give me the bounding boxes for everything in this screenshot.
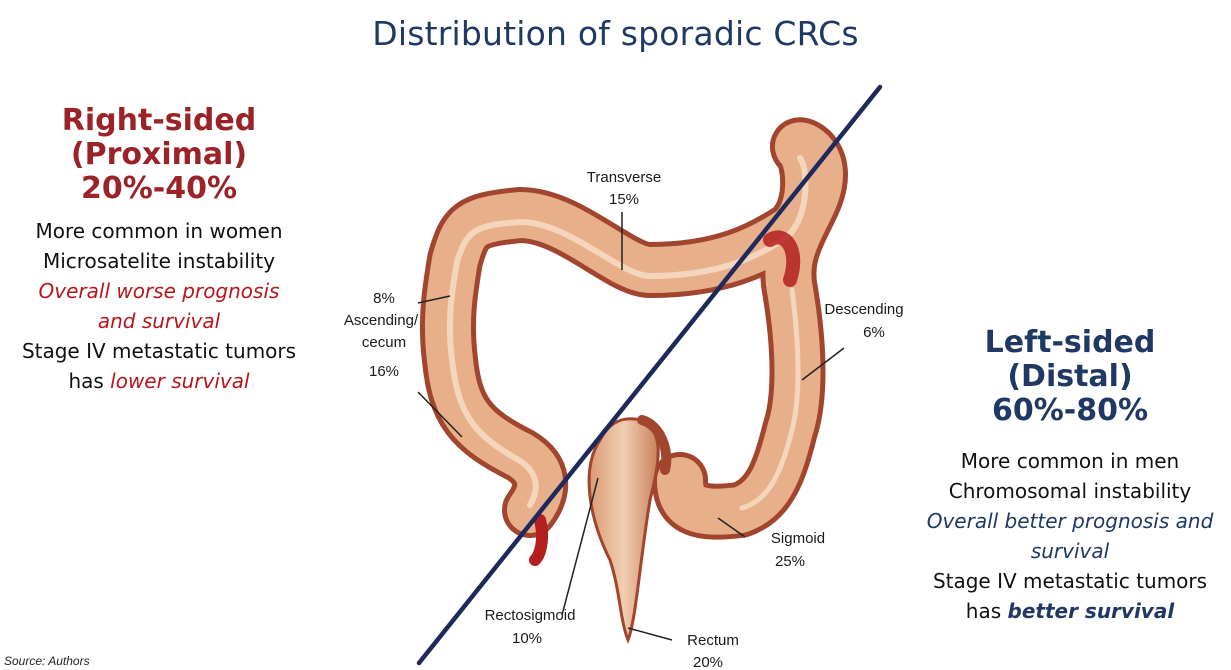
label-ascending-top-pct: 8% — [373, 290, 395, 307]
leader-rectosigmoid — [562, 478, 598, 615]
label-rectosigmoid-name: Rectosigmoid — [485, 607, 576, 624]
label-ascending-name-2: cecum — [362, 334, 406, 351]
left-sided-survival-emphasis: better survival — [1008, 599, 1175, 623]
right-sided-line-1: More common in women — [0, 216, 318, 246]
label-rectosigmoid-pct: 10% — [512, 630, 542, 647]
right-sided-panel: Right-sided (Proximal) 20%-40% More comm… — [0, 104, 318, 396]
right-sided-heading: Right-sided — [0, 104, 318, 138]
label-transverse-pct: 15% — [609, 191, 639, 208]
left-sided-prognosis-1: Overall better prognosis and — [910, 506, 1230, 536]
right-sided-survival-line: has lower survival — [0, 366, 318, 396]
left-sided-prognosis-2: survival — [910, 536, 1230, 566]
source-note: Source: Authors — [4, 654, 90, 668]
right-sided-stage-line: Stage IV metastatic tumors — [0, 336, 318, 366]
left-sided-survival-prefix: has — [966, 599, 1008, 623]
right-sided-range: 20%-40% — [0, 172, 318, 206]
right-sided-survival-emphasis: lower survival — [110, 369, 249, 393]
label-descending-pct: 6% — [863, 324, 885, 341]
right-sided-prognosis-1: Overall worse prognosis — [0, 276, 318, 306]
label-rectum-pct: 20% — [693, 654, 723, 670]
left-sided-panel: Left-sided (Distal) 60%-80% More common … — [910, 326, 1230, 626]
label-sigmoid-name: Sigmoid — [771, 530, 825, 547]
label-descending-name: Descending — [824, 301, 903, 318]
left-sided-line-2: Chromosomal instability — [910, 476, 1230, 506]
left-sided-line-1: More common in men — [910, 446, 1230, 476]
left-sided-stage-line: Stage IV metastatic tumors — [910, 566, 1230, 596]
right-sided-line-2: Microsatelite instability — [0, 246, 318, 276]
right-sided-prognosis-2: and survival — [0, 306, 318, 336]
left-sided-survival-line: has better survival — [910, 596, 1230, 626]
label-transverse-name: Transverse — [587, 169, 661, 186]
left-sided-subheading: (Distal) — [910, 360, 1230, 394]
label-sigmoid-pct: 25% — [775, 553, 805, 570]
right-sided-subheading: (Proximal) — [0, 138, 318, 172]
left-sided-range: 60%-80% — [910, 394, 1230, 428]
right-sided-survival-prefix: has — [68, 369, 110, 393]
label-rectum-name: Rectum — [687, 632, 739, 649]
label-ascending-name-1: Ascending/ — [344, 312, 419, 329]
label-ascending-pct: 16% — [369, 363, 399, 380]
left-sided-heading: Left-sided — [910, 326, 1230, 360]
leader-rectum — [628, 628, 672, 640]
